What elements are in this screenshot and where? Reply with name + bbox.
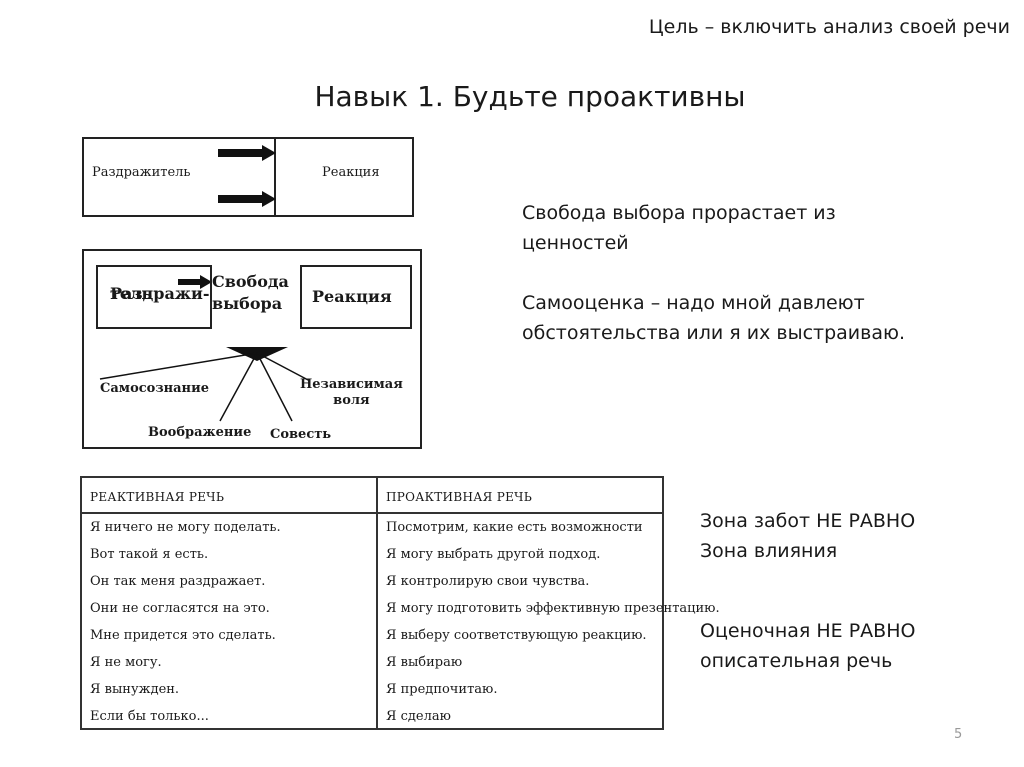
reactive-phrase: Он так меня раздражает. — [90, 574, 266, 589]
reactive-phrase: Я ничего не могу поделать. — [90, 520, 281, 535]
stimulus-text-2: тель — [110, 284, 153, 303]
zone-note: Зона забот НЕ РАВНО Зона влияния — [700, 506, 915, 566]
reaction-box: Реакция — [300, 265, 412, 329]
evaluative-note: Оценочная НЕ РАВНО описательная речь — [700, 616, 915, 676]
proactive-phrase: Я выбираю — [386, 655, 463, 670]
arrow-right-icon — [218, 191, 276, 207]
stimulus-reaction-diagram: Раздражитель Реакция — [82, 137, 414, 217]
imagination-label: Воображение — [148, 425, 252, 440]
reactive-phrase: Я не могу. — [90, 655, 162, 670]
reaction-text: Реакция — [312, 287, 392, 306]
selfesteem-note-line-1: Самооценка – надо мной давлеют — [522, 292, 865, 314]
table-column-divider — [376, 478, 378, 728]
zone-note-line-2: Зона влияния — [700, 540, 838, 562]
proactive-phrase: Я сделаю — [386, 709, 451, 724]
selfesteem-note-line-2: обстоятельства или я их выстраиваю. — [522, 322, 906, 344]
independent-will-text-1: Независимая — [300, 377, 403, 392]
reactive-phrase: Мне придется это сделать. — [90, 628, 276, 643]
evaluative-note-line-2: описательная речь — [700, 650, 893, 672]
proactive-phrase: Я предпочитаю. — [386, 682, 498, 697]
conscience-label: Совесть — [270, 427, 332, 442]
proactive-phrase: Я выберу соответствующую реакцию. — [386, 628, 647, 643]
evaluative-note-line-1: Оценочная НЕ РАВНО — [700, 620, 916, 642]
proactive-phrase: Я могу подготовить эффективную презентац… — [386, 601, 720, 616]
stimulus-box: Раздражи-тель — [96, 265, 212, 329]
reaction-label: Реакция — [322, 165, 380, 180]
freedom-note: Свобода выбора прорастает из ценностей — [522, 198, 836, 258]
freedom-note-line-2: ценностей — [522, 232, 629, 254]
reactive-phrase: Вот такой я есть. — [90, 547, 209, 562]
diagram-lines — [99, 275, 311, 422]
self-awareness-label: Самосознание — [100, 381, 209, 396]
goal-text: Цель – включить анализ своей речи — [648, 16, 1010, 38]
header-reactive: РЕАКТИВНАЯ РЕЧЬ — [90, 490, 225, 504]
slide-title: Навык 1. Будьте проактивны — [314, 80, 746, 113]
proactive-phrase: Посмотрим, какие есть возможности — [386, 520, 643, 535]
page-number: 5 — [954, 727, 963, 742]
freedom-of-choice: Свобода выбора — [212, 271, 289, 315]
selfesteem-note: Самооценка – надо мной давлеют обстоятел… — [522, 288, 905, 348]
diagram-divider — [274, 139, 276, 215]
speech-comparison-table: РЕАКТИВНАЯ РЕЧЬ ПРОАКТИВНАЯ РЕЧЬ Я ничег… — [80, 476, 720, 730]
freedom-of-choice-diagram: Раздражи-тель Свобода выбора Реакция Само… — [82, 249, 422, 449]
stimulus-text-1: Раздражи- — [110, 284, 210, 303]
table-header-divider — [82, 512, 662, 514]
independent-will-text-2: воля — [333, 393, 370, 408]
reactive-phrase: Они не согласятся на это. — [90, 601, 270, 616]
proactive-phrase: Я контролирую свои чувства. — [386, 574, 590, 589]
header-proactive: ПРОАКТИВНАЯ РЕЧЬ — [386, 490, 533, 504]
reactive-phrase: Если бы только... — [90, 709, 209, 724]
freedom-text-2: выбора — [212, 294, 283, 313]
freedom-note-line-1: Свобода выбора прорастает из — [522, 202, 836, 224]
stimulus-label: Раздражитель — [92, 165, 191, 180]
reactive-phrase: Я вынужден. — [90, 682, 180, 697]
proactive-phrase: Я могу выбрать другой подход. — [386, 547, 601, 562]
zone-note-line-1: Зона забот НЕ РАВНО — [700, 510, 916, 532]
arrow-right-icon — [218, 145, 276, 161]
freedom-text-1: Свобода — [212, 272, 289, 291]
